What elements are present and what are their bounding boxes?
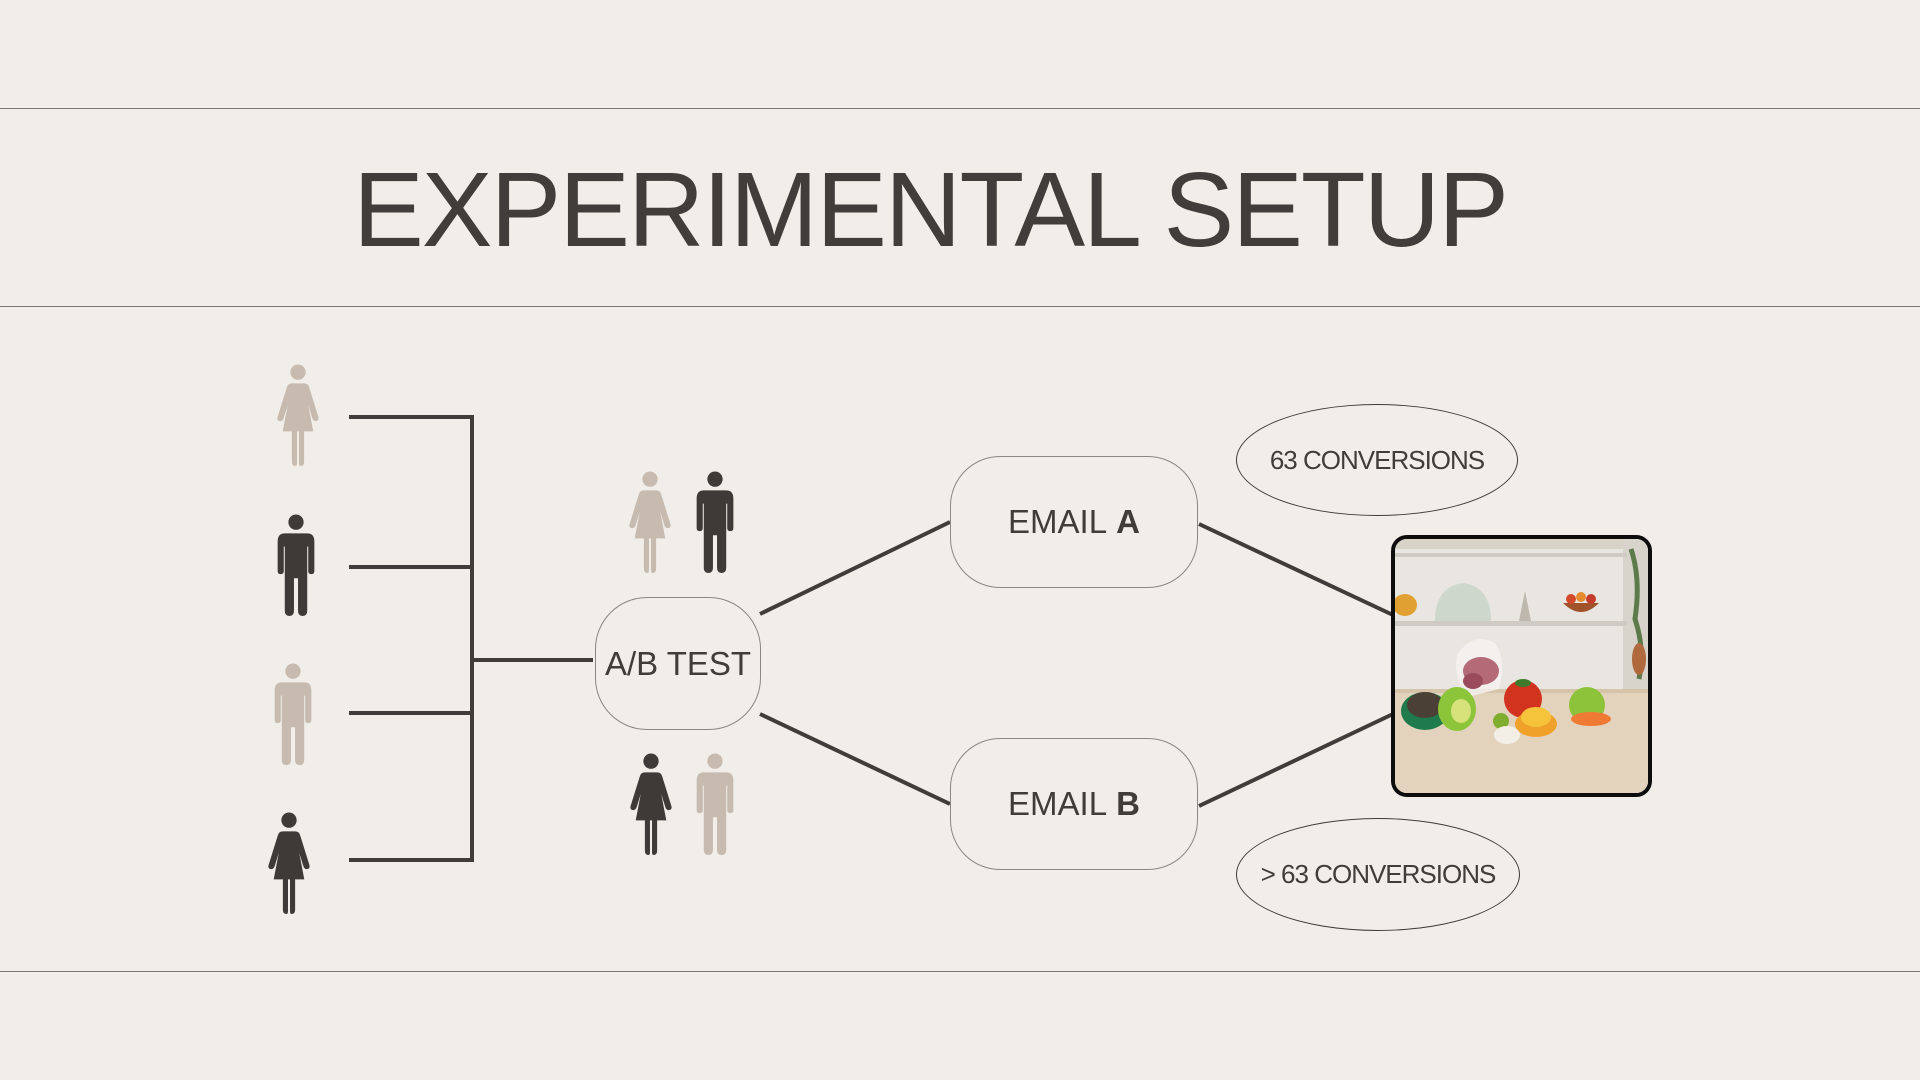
- male-person-icon: [277, 514, 315, 616]
- product-photo: [1391, 535, 1652, 797]
- connector-ab-to-email-b: [759, 712, 951, 806]
- email-a-letter: A: [1116, 503, 1140, 540]
- connector-email-a-to-product: [1198, 522, 1394, 617]
- page-title: EXPERIMENTAL SETUP: [353, 151, 1509, 269]
- female-person-icon: [629, 471, 671, 573]
- email-b-prefix: EMAIL: [1008, 785, 1108, 822]
- title-divider: [0, 306, 1920, 307]
- female-person-icon: [268, 812, 310, 914]
- connector-ab-to-email-a: [759, 520, 951, 616]
- male-person-icon: [696, 753, 734, 855]
- population-bracket: [349, 415, 593, 862]
- email-b-conversions: > 63 CONVERSIONS: [1236, 818, 1520, 931]
- connector-email-b-to-product: [1198, 712, 1394, 808]
- female-person-icon: [630, 753, 672, 855]
- email-a-prefix: EMAIL: [1008, 503, 1108, 540]
- male-person-icon: [696, 471, 734, 573]
- male-person-icon: [274, 663, 312, 765]
- email-b-letter: B: [1116, 785, 1140, 822]
- female-person-icon: [277, 364, 319, 466]
- email-a-conversions: 63 CONVERSIONS: [1236, 404, 1518, 516]
- ab-test-node: A/B TEST: [595, 597, 761, 730]
- branch-connectors: [759, 520, 1394, 808]
- top-divider: [0, 108, 1920, 109]
- bottom-divider: [0, 971, 1920, 972]
